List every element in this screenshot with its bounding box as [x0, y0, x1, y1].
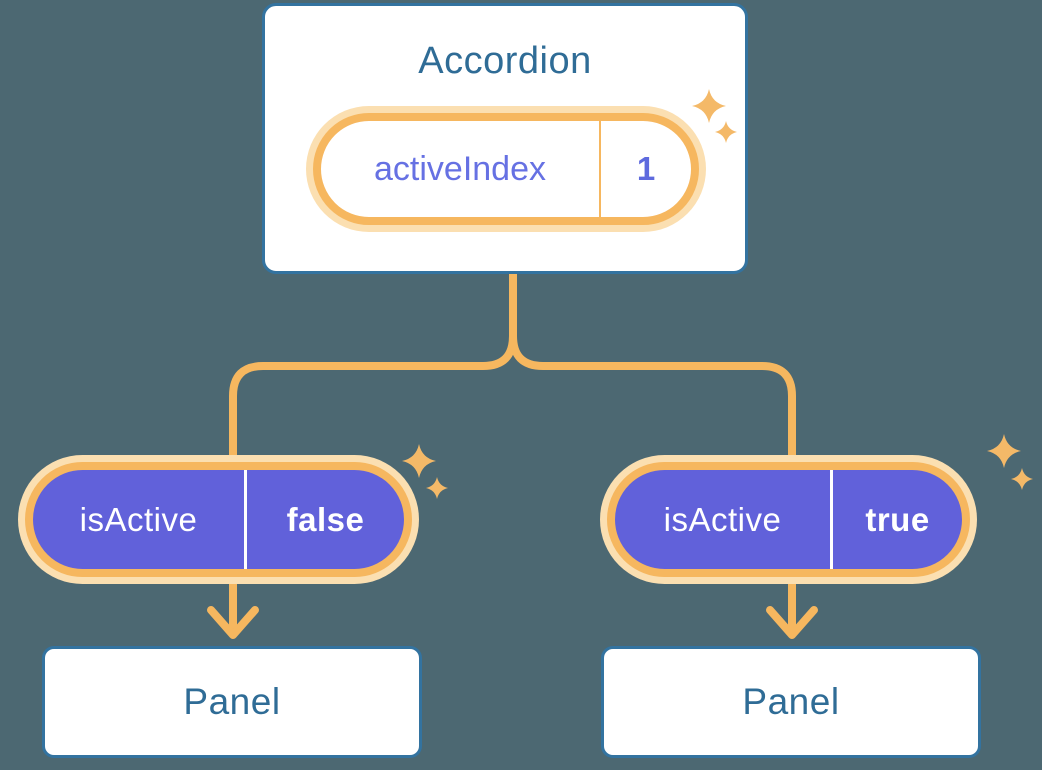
prop-value-label: false [244, 470, 404, 569]
panel-component-card: Panel [601, 646, 981, 758]
arrow-down-icon [766, 578, 818, 639]
panel-title: Panel [742, 681, 840, 722]
prop-name-label: isActive [663, 500, 782, 538]
panel-title: Panel [183, 681, 281, 722]
branch-line-left [229, 270, 517, 458]
accordion-title: Accordion [418, 40, 592, 82]
state-value-label: 1 [599, 121, 691, 217]
sparkle-icon [1011, 468, 1033, 490]
sparkle-icon [426, 477, 448, 499]
sparkle-icon [402, 444, 436, 478]
prop-name-label: isActive [79, 500, 198, 538]
prop-value-label: true [830, 470, 962, 569]
state-name-label: activeIndex [374, 149, 546, 188]
prop-pill-is-active-left: isActive false [25, 462, 412, 577]
panel-component-card: Panel [42, 646, 422, 758]
branch-line-right [509, 270, 796, 458]
prop-pill-is-active-right: isActive true [607, 462, 970, 577]
sparkle-icon [987, 434, 1021, 468]
state-pill-active-index: activeIndex 1 [313, 113, 699, 225]
arrow-down-icon [207, 578, 259, 639]
